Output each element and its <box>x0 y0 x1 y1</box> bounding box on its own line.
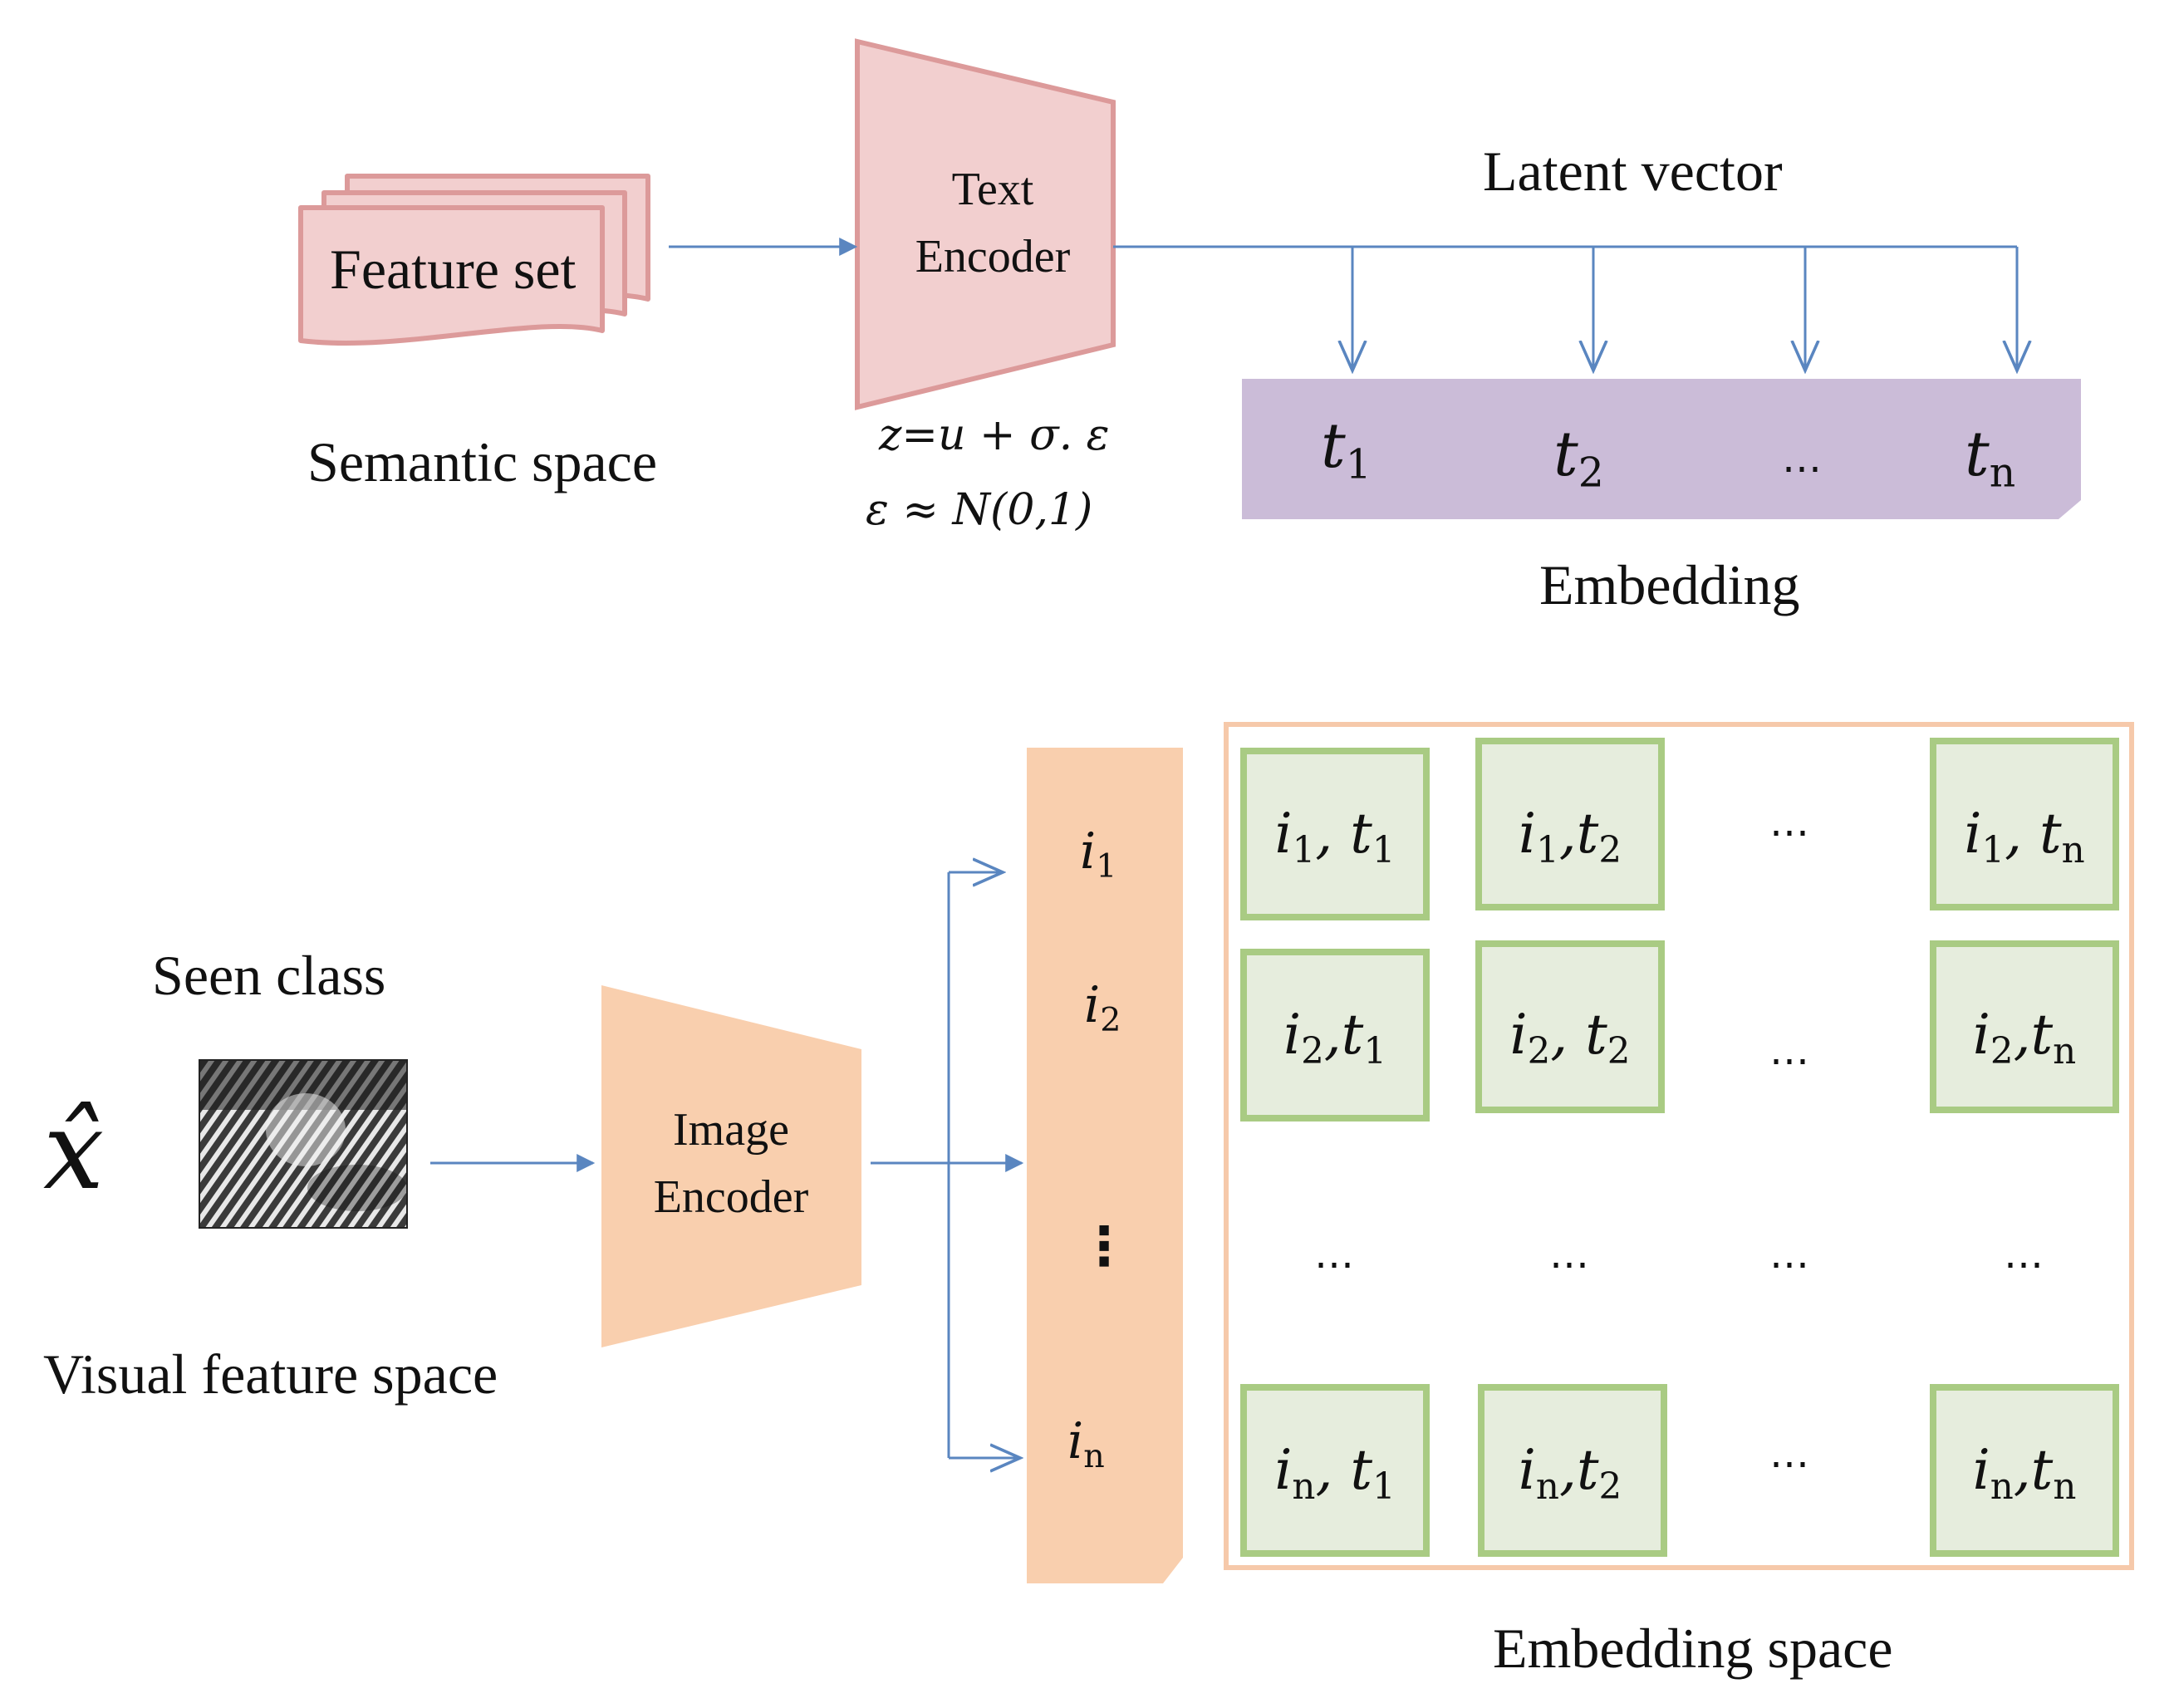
cell-i-index: 2 <box>1527 1031 1551 1073</box>
latent-vector-label: Latent vector <box>1483 140 1783 203</box>
cell-separator: , <box>1558 802 1577 866</box>
feature-set-label: Feature set <box>330 238 577 301</box>
matrix-ellipsis: … <box>1769 799 1811 846</box>
cell-i-index: n <box>1292 1466 1316 1509</box>
image-embedding-vertical-ellipsis: ⋮ <box>1077 1216 1131 1278</box>
image-embedding-i2: i2 <box>1084 976 1121 1040</box>
latent-vector-arrows <box>1113 245 2017 371</box>
visual-feature-space-label: Visual feature space <box>43 1342 498 1406</box>
image-encoder-line1: Image <box>673 1104 789 1156</box>
embedding-item-t2: t2 <box>1553 419 1604 497</box>
embedding-bar <box>1242 379 2081 519</box>
reparam-formula: z=u + σ. ε <box>879 410 1110 460</box>
cell-i-index: n <box>1535 1466 1559 1509</box>
matrix-ellipsis: … <box>1769 1431 1811 1477</box>
image-encoder-output-arrows <box>871 872 1024 1458</box>
cell-t-index: n <box>2053 1031 2077 1073</box>
cell-separator: , <box>2005 802 2040 866</box>
cell-t-index: 1 <box>1372 1466 1396 1509</box>
matrix-cell-i1-tn: i1, tn <box>1964 802 2085 872</box>
cell-separator: , <box>2013 1003 2031 1067</box>
cell-separator: , <box>1558 1438 1577 1502</box>
noise-distribution: ε ≈ N(0,1) <box>866 485 1093 535</box>
matrix-cell-in-tn: in,tn <box>1972 1438 2077 1509</box>
matrix-ellipsis: … <box>2004 1231 2045 1278</box>
image-encoder-shape <box>601 985 861 1347</box>
cell-t-index: n <box>2053 1466 2077 1509</box>
matrix-ellipsis: … <box>1549 1231 1591 1278</box>
cell-i-index: n <box>1990 1466 2014 1509</box>
matrix-ellipsis: … <box>1769 1231 1811 1278</box>
matrix-cell-in-t2: in,t2 <box>1518 1438 1622 1509</box>
text-encoder-line1: Text <box>951 164 1034 215</box>
cell-t-index: 1 <box>1372 830 1396 872</box>
text-encoder-shape <box>855 38 1116 410</box>
embedding-space-label: Embedding space <box>1493 1617 1893 1680</box>
cell-t-index: n <box>2061 830 2085 872</box>
cell-separator: , <box>1550 1003 1586 1067</box>
cell-t-index: 1 <box>1363 1031 1387 1073</box>
image-embedding-bar <box>1027 748 1183 1583</box>
embedding-item-t1: t1 <box>1321 410 1372 488</box>
matrix-cell-i2-t1: i2,t1 <box>1283 1003 1387 1073</box>
embedding-item-ellipsis: … <box>1782 435 1823 482</box>
cell-i-index: 2 <box>1990 1031 2014 1073</box>
matrix-cell-i2-t2: i2, t2 <box>1509 1003 1631 1073</box>
cell-i-index: 1 <box>1292 830 1316 872</box>
image-encoder-label: Image Encoder <box>606 1097 856 1231</box>
cell-separator: , <box>1315 802 1351 866</box>
cell-i-index: 1 <box>1981 830 2005 872</box>
cell-separator: , <box>1323 1003 1342 1067</box>
image-encoder-line2: Encoder <box>653 1171 809 1224</box>
embedding-item-tn: tn <box>1965 419 2016 497</box>
image-embedding-in: in <box>1067 1412 1105 1476</box>
matrix-ellipsis: … <box>1314 1231 1356 1278</box>
text-encoder-label: Text Encoder <box>881 156 1105 291</box>
seen-class-label: Seen class <box>152 944 386 1007</box>
matrix-cell-i1-t2: i1,t2 <box>1518 802 1622 872</box>
cell-i-index: 2 <box>1301 1031 1324 1073</box>
input-symbol-x-hat: x̂ <box>43 1087 105 1214</box>
embedding-label: Embedding <box>1539 553 1800 616</box>
cell-i-index: 1 <box>1536 830 1559 872</box>
text-encoder-line2: Encoder <box>915 231 1071 283</box>
semantic-space-label: Semantic space <box>307 430 658 493</box>
cell-t-index: 2 <box>1598 1466 1622 1509</box>
image-embedding-i1: i1 <box>1080 822 1117 886</box>
feature-set-stack-icon <box>298 174 650 346</box>
cell-t-index: 2 <box>1607 1031 1631 1073</box>
cell-separator: , <box>2013 1438 2031 1502</box>
embedding-space-frame <box>1224 722 2134 1570</box>
cell-separator: , <box>1315 1438 1351 1502</box>
matrix-cell-in-t1: in, t1 <box>1274 1438 1396 1509</box>
matrix-ellipsis: … <box>1769 1028 1811 1074</box>
matrix-cell-i1-t1: i1, t1 <box>1274 802 1396 872</box>
cell-t-index: 2 <box>1598 830 1622 872</box>
tiger-image <box>199 1059 408 1229</box>
embedding-cells <box>1240 738 2119 1557</box>
matrix-cell-i2-tn: i2,tn <box>1972 1003 2077 1073</box>
